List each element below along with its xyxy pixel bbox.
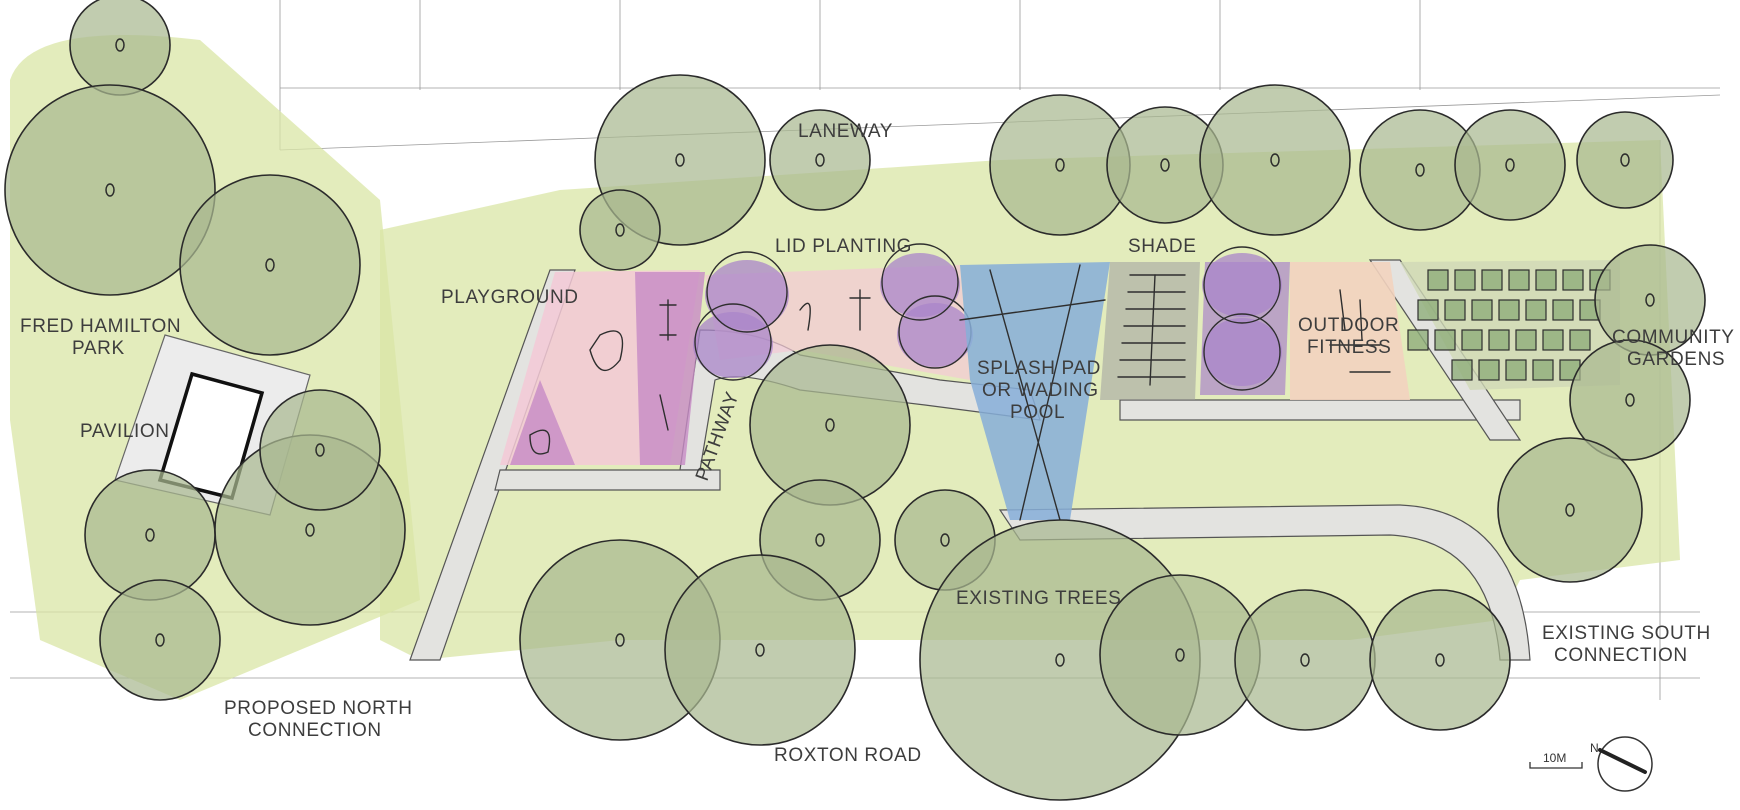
label-fred-hamilton-park-line1: FRED HAMILTON [20,316,181,337]
map-labels: LANEWAY LID PLANTING SHADE PLAYGROUND FR… [20,121,1735,766]
label-existing-trees: EXISTING TREES [956,588,1121,609]
garden-bed [1451,359,1473,381]
label-splash-pad-line1: SPLASH PAD [977,358,1101,379]
playground-zone [500,270,705,465]
tree-trunk-mark [1625,393,1635,407]
garden-bed [1481,269,1503,291]
tree-trunk-mark [1300,653,1310,667]
tree-trunk-mark [615,633,625,647]
tree-canopy [1569,339,1691,461]
tree-trunk-mark [145,528,155,542]
tree-canopy [769,109,871,211]
tree-trunk-mark [305,523,315,537]
tree-canopy [4,84,216,296]
tree-trunk-mark [265,258,275,272]
tree-canopy [179,174,361,356]
lid-planting-zone [693,243,973,381]
tree-trunk-mark [1645,293,1655,307]
label-proposed-north-line2: CONNECTION [248,720,382,741]
tree-trunk-mark [1620,153,1630,167]
garden-bed [1525,299,1547,321]
tree-canopy [1454,109,1566,221]
tree-trunk-mark [675,153,685,167]
tree-canopy [1576,111,1674,209]
tree-trunk-mark [1435,653,1445,667]
garden-bed [1515,329,1537,351]
label-lid-planting: LID PLANTING [775,236,912,257]
garden-bed [1508,269,1530,291]
garden-bed [1444,299,1466,321]
tree-canopy [69,0,171,96]
tree-canopy [1369,589,1511,731]
label-splash-pad-line2: OR WADING [982,380,1099,401]
garden-bed [1535,269,1557,291]
tree-canopy [579,189,661,271]
garden-bed [1542,329,1564,351]
tree-trunk-mark [755,643,765,657]
garden-bed [1454,269,1476,291]
outdoor-fitness-zone [1200,246,1410,400]
tree-trunk-mark [825,418,835,432]
tree-canopy [99,579,221,701]
garden-bed [1562,269,1584,291]
tree-trunk-mark [1505,158,1515,172]
label-outdoor-fitness-line1: OUTDOOR [1298,315,1399,336]
scale-bar-label: 10M [1543,751,1566,765]
label-shade: SHADE [1128,236,1196,257]
splash-pad-zone [959,262,1110,521]
label-splash-pad-line3: POOL [1010,402,1065,423]
tree-trunk-mark [1565,503,1575,517]
garden-bed [1569,329,1591,351]
existing-trees [4,0,1706,801]
garden-bed [1417,299,1439,321]
label-outdoor-fitness-line2: FITNESS [1307,337,1391,358]
tree-canopy [1234,589,1376,731]
garden-bed [1461,329,1483,351]
label-roxton-road: ROXTON ROAD [774,745,922,766]
label-community-gardens-line2: GARDENS [1627,349,1725,370]
scale-bar: 10M [1529,751,1583,769]
garden-bed [1434,329,1456,351]
garden-bed [1478,359,1500,381]
tree-canopy [1199,84,1351,236]
tree-trunk-mark [1175,648,1185,662]
label-existing-south-line1: EXISTING SOUTH [1542,623,1711,644]
label-playground: PLAYGROUND [441,287,579,308]
tree-trunk-mark [315,443,325,457]
tree-trunk-mark [115,38,125,52]
tree-trunk-mark [1055,158,1065,172]
garden-bed [1498,299,1520,321]
north-arrow: N [1590,736,1653,792]
label-pavilion: PAVILION [80,421,170,442]
label-existing-south-line2: CONNECTION [1554,645,1688,666]
tree-trunk-mark [815,533,825,547]
garden-bed [1532,359,1554,381]
tree-trunk-mark [155,633,165,647]
garden-bed [1471,299,1493,321]
tree-trunk-mark [105,183,115,197]
tree-trunk-mark [1160,158,1170,172]
tree-trunk-mark [815,153,825,167]
label-proposed-north-line1: PROPOSED NORTH [224,698,413,719]
label-laneway: LANEWAY [798,121,893,142]
garden-bed [1552,299,1574,321]
garden-bed [1407,329,1429,351]
garden-bed [1505,359,1527,381]
community-gardens-zone [1400,260,1620,390]
tree-trunk-mark [615,223,625,237]
garden-bed [1427,269,1449,291]
tree-trunk-mark [1415,163,1425,177]
north-arrow-label: N [1590,741,1599,755]
label-fred-hamilton-park-line2: PARK [72,338,125,359]
tree-trunk-mark [940,533,950,547]
label-community-gardens-line1: COMMUNITY [1612,327,1735,348]
shade-zone [1100,262,1200,400]
garden-bed [1488,329,1510,351]
tree-canopy [259,389,381,511]
tree-trunk-mark [1055,653,1065,667]
tree-trunk-mark [1270,153,1280,167]
tree-canopy [1497,437,1643,583]
tree-canopy [664,554,856,746]
